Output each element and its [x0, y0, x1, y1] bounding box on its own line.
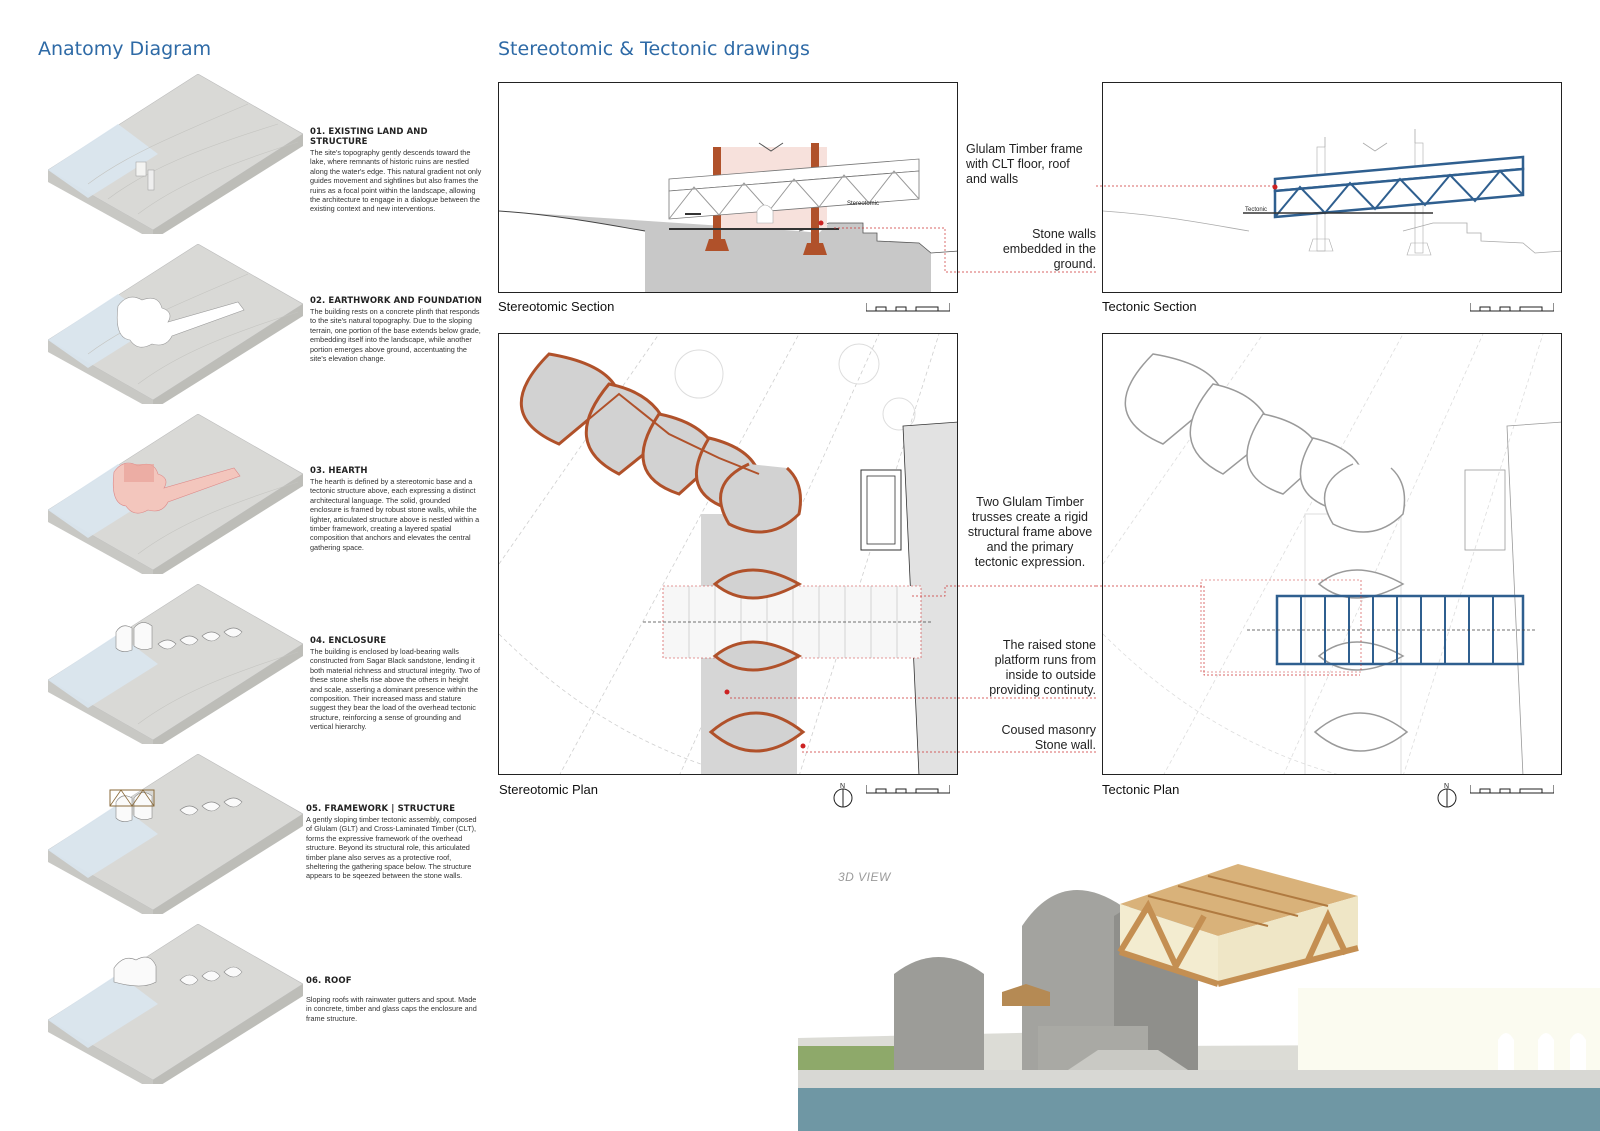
step-5-diagram [47, 753, 304, 920]
step-1-text: 01. EXISTING LAND AND STRUCTURE The site… [310, 127, 482, 214]
step-3-text: 03. HEARTH The hearth is defined by a st… [310, 466, 482, 552]
tectonic-plan-drawing [1102, 333, 1562, 775]
stereotomic-tag: Stereotomic [847, 201, 879, 207]
stereotomic-section-drawing: Stereotomic [498, 82, 958, 293]
step-2-diagram [47, 243, 304, 410]
north-arrow-icon: N [1437, 783, 1457, 808]
step-2-body: The building rests on a concrete plinth … [310, 307, 481, 364]
step-5-body: A gently sloping timber tectonic assembl… [306, 815, 477, 881]
scale-bar-icon [866, 303, 950, 312]
step-1-title: 01. EXISTING LAND AND STRUCTURE [310, 127, 428, 147]
north-arrow-icon: N [833, 783, 853, 808]
step-4-title: 04. ENCLOSURE [310, 636, 387, 646]
tectonic-section-drawing: Tectonic [1102, 82, 1562, 293]
tectonic-section-caption: Tectonic Section [1102, 299, 1197, 314]
step-6-body: Sloping roofs with rainwater gutters and… [306, 995, 477, 1023]
scale-bar-icon [1470, 303, 1554, 312]
step-3-title: 03. HEARTH [310, 466, 368, 476]
step-5-title: 05. FRAMEWORK | STRUCTURE [306, 804, 456, 814]
anatomy-heading: Anatomy Diagram [38, 38, 212, 60]
step-4-text: 04. ENCLOSURE The building is enclosed b… [310, 636, 482, 732]
north-label: N [840, 783, 845, 790]
note-trusses: Two Glulam Timber trusses create a rigid… [967, 495, 1093, 569]
step-6-text: 06. ROOF Sloping roofs with rainwater gu… [306, 976, 478, 1023]
stereotomic-plan-caption: Stereotomic Plan [499, 782, 598, 797]
step-4-diagram [47, 583, 304, 750]
north-label: N [1444, 783, 1449, 790]
step-4-body: The building is enclosed by load-bearing… [310, 647, 481, 732]
drawings-heading: Stereotomic & Tectonic drawings [498, 38, 810, 60]
step-1-body: The site's topography gently descends to… [310, 148, 482, 214]
stereotomic-plan-drawing [498, 333, 958, 775]
view3d-label: 3D VIEW [838, 870, 891, 884]
scale-bar-icon [866, 785, 950, 794]
step-2-text: 02. EARTHWORK AND FOUNDATION The buildin… [310, 296, 482, 363]
tectonic-tag: Tectonic [1245, 207, 1267, 213]
step-6-title: 06. ROOF [306, 976, 352, 986]
step-5-text: 05. FRAMEWORK | STRUCTURE A gently slopi… [306, 804, 478, 881]
scale-bar-icon [1470, 785, 1554, 794]
note-glulam-frame: Glulam Timber frame with CLT floor, roof… [966, 142, 1083, 186]
stereotomic-section-caption: Stereotomic Section [498, 299, 615, 314]
step-2-title: 02. EARTHWORK AND FOUNDATION [310, 296, 482, 306]
step-3-diagram [47, 413, 304, 580]
step-6-diagram [47, 923, 304, 1090]
3d-view-rendering [798, 864, 1600, 1131]
note-coursed-masonry: Coused masonry Stone wall. [1001, 723, 1097, 752]
step-1-diagram [47, 73, 304, 240]
tectonic-plan-caption: Tectonic Plan [1102, 782, 1180, 797]
step-3-body: The hearth is defined by a stereotomic b… [310, 477, 480, 552]
note-stone-walls: Stone walls embedded in the ground. [1002, 227, 1096, 271]
note-platform: The raised stone platform runs from insi… [989, 638, 1096, 697]
